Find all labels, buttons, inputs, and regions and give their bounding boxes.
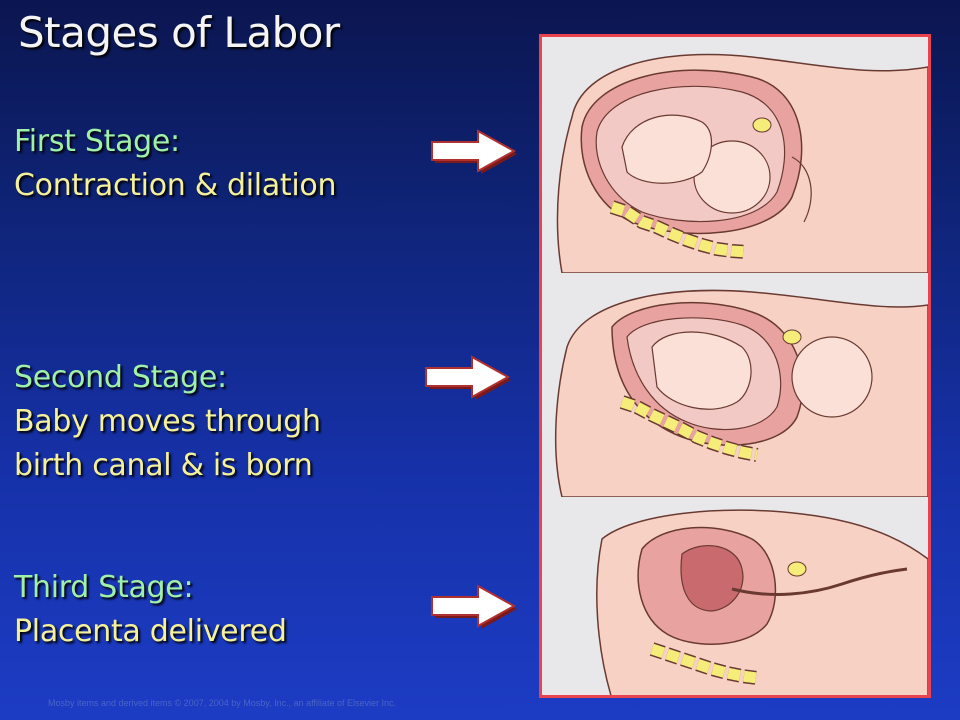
arrow-right-icon [431, 129, 517, 174]
stage-second-description-line2: birth canal & is born [14, 448, 313, 483]
arrow-right-icon [431, 584, 517, 629]
arrow-right-icon [425, 355, 511, 400]
stage-second-heading: Second Stage: [14, 360, 227, 395]
stage-first-description: Contraction & dilation [14, 168, 337, 203]
stage-third-heading: Third Stage: [14, 570, 194, 605]
stage-second: Second Stage: Baby moves through birth c… [14, 356, 321, 488]
stage-third: Third Stage: Placenta delivered [14, 566, 287, 654]
second-stage-illustration [554, 289, 928, 497]
stage-second-description-line1: Baby moves through [14, 404, 321, 439]
copyright-credit: Mosby items and derived items © 2007, 20… [48, 698, 396, 708]
stage-third-description: Placenta delivered [14, 614, 287, 649]
first-stage-illustration [556, 53, 928, 273]
illustration-panel [539, 34, 931, 698]
stage-first-heading: First Stage: [14, 124, 180, 159]
third-stage-illustration [596, 509, 928, 695]
slide-title: Stages of Labor [18, 8, 340, 57]
stage-first: First Stage: Contraction & dilation [14, 120, 336, 208]
